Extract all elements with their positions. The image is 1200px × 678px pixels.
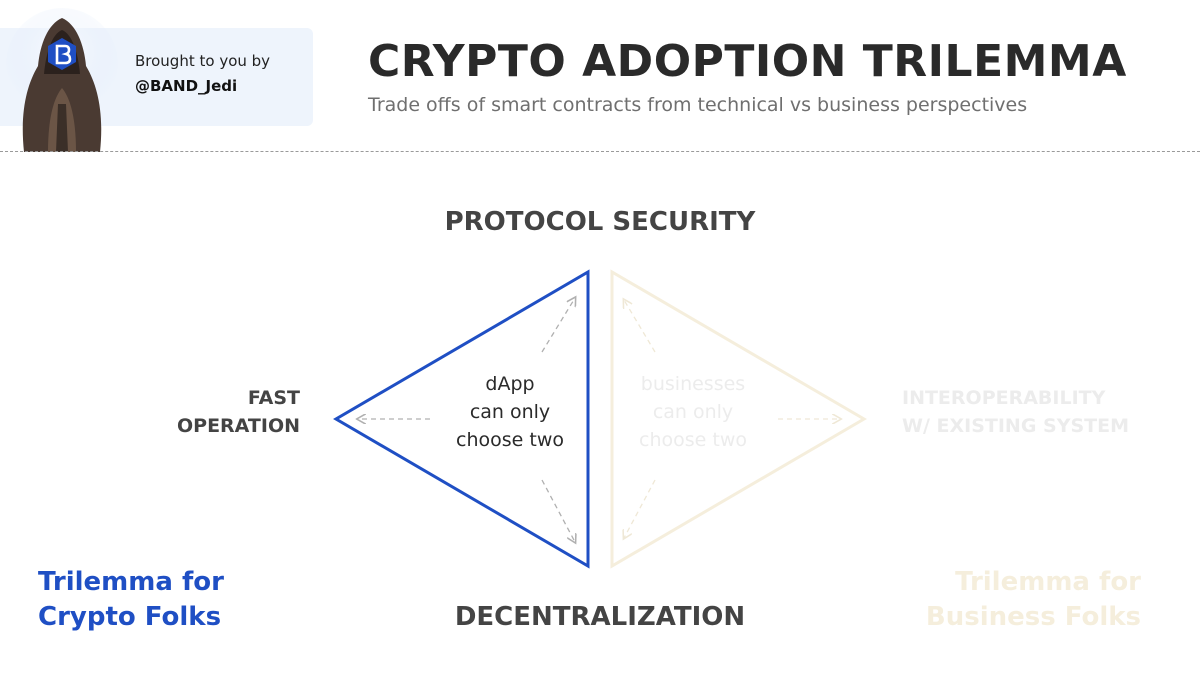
business-choice-line3: choose two	[639, 429, 747, 451]
dapp-choice-line1: dApp	[485, 373, 535, 395]
business-arrow-bottom	[624, 479, 656, 538]
dapp-choice-text: dApp can only choose two	[425, 370, 595, 454]
crypto-arrow-bottom	[541, 479, 575, 542]
fast-operation-label: FAST OPERATION	[120, 384, 300, 440]
dapp-choice-line3: choose two	[456, 429, 564, 451]
fast-operation-line2: OPERATION	[177, 415, 300, 437]
business-choice-text: businesses can only choose two	[608, 370, 778, 454]
protocol-security-label: PROTOCOL SECURITY	[444, 207, 756, 237]
credit-handle: @BAND_Jedi	[135, 77, 238, 95]
interoperability-line1: INTEROPERABILITY	[902, 387, 1106, 409]
business-arrow-top	[624, 300, 656, 353]
decentralization-label: DECENTRALIZATION	[454, 602, 746, 632]
business-folks-caption-line2: Business Folks	[925, 602, 1141, 632]
dapp-choice-line2: can only	[469, 401, 551, 423]
crypto-folks-caption-line2: Crypto Folks	[38, 602, 222, 632]
page-title: CRYPTO ADOPTION TRILEMMA	[368, 36, 1127, 87]
business-triangle	[610, 269, 867, 569]
business-folks-caption-line1: Trilemma for	[955, 567, 1141, 597]
crypto-arrow-top	[541, 298, 575, 353]
business-choice-line1: businesses	[640, 373, 746, 395]
page-subtitle: Trade offs of smart contracts from techn…	[368, 94, 1028, 116]
interoperability-label: INTEROPERABILITY W/ EXISTING SYSTEM	[902, 384, 1192, 440]
crypto-folks-caption-line1: Trilemma for	[38, 567, 224, 597]
business-choice-line2: can only	[652, 401, 734, 423]
credit-text: Brought to you by	[135, 52, 271, 70]
interoperability-line2: W/ EXISTING SYSTEM	[902, 415, 1130, 437]
jedi-avatar-icon	[6, 8, 118, 152]
fast-operation-line1: FAST	[247, 387, 300, 409]
crypto-folks-caption: Trilemma for Crypto Folks	[38, 565, 224, 635]
crypto-triangle	[333, 269, 590, 569]
business-folks-caption: Trilemma for Business Folks	[926, 565, 1141, 635]
header-divider	[0, 151, 1200, 152]
